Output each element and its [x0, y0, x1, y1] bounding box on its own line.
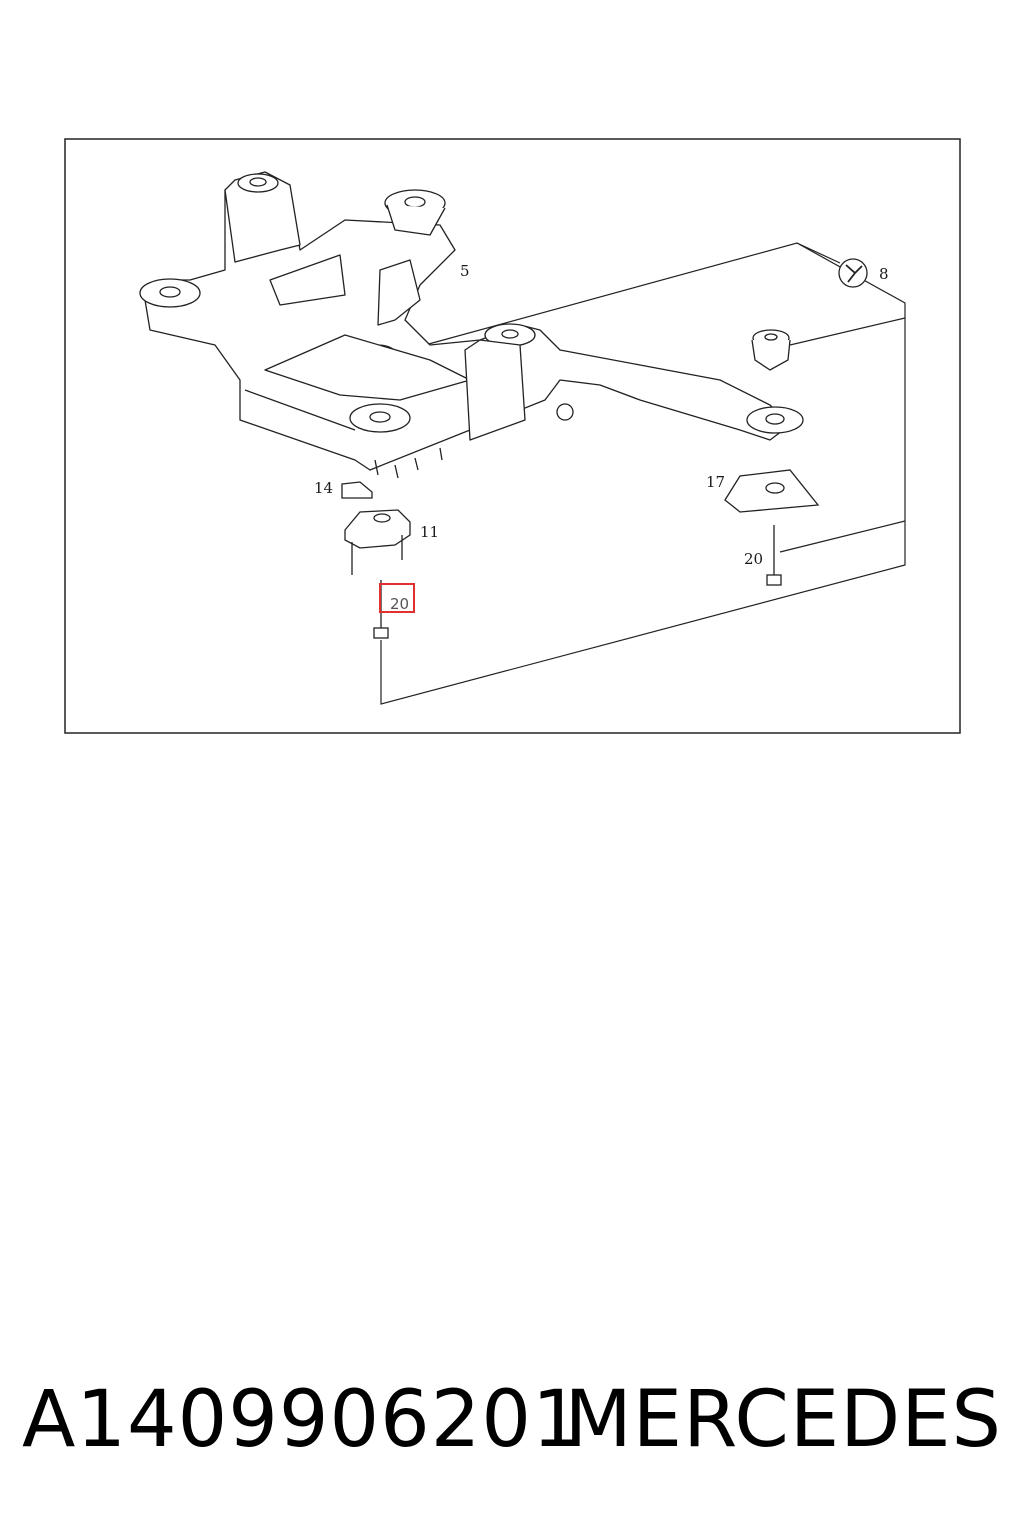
plate-part — [724, 469, 820, 513]
subframe-assembly — [139, 171, 804, 479]
highlight-box — [379, 583, 415, 613]
callout-20-right: 20 — [744, 550, 763, 568]
assembly-lines — [380, 242, 906, 705]
callout-14: 14 — [314, 479, 333, 497]
callout-8: 8 — [879, 265, 889, 283]
bolt-right — [766, 525, 782, 586]
wrench-icon — [838, 258, 868, 288]
part-number: A1409906201 — [22, 1375, 583, 1465]
diagram-border — [64, 138, 961, 734]
footer: A1409906201 MERCEDES — [0, 1370, 1024, 1470]
callout-17: 17 — [706, 473, 725, 491]
callout-11: 11 — [420, 523, 439, 541]
brand-name: MERCEDES — [564, 1375, 1002, 1465]
wedge-part — [341, 481, 373, 499]
bracket-part — [344, 509, 411, 575]
callout-5: 5 — [460, 262, 470, 280]
bushing-part — [751, 329, 791, 371]
callout-20-highlight: 20 — [390, 595, 409, 613]
